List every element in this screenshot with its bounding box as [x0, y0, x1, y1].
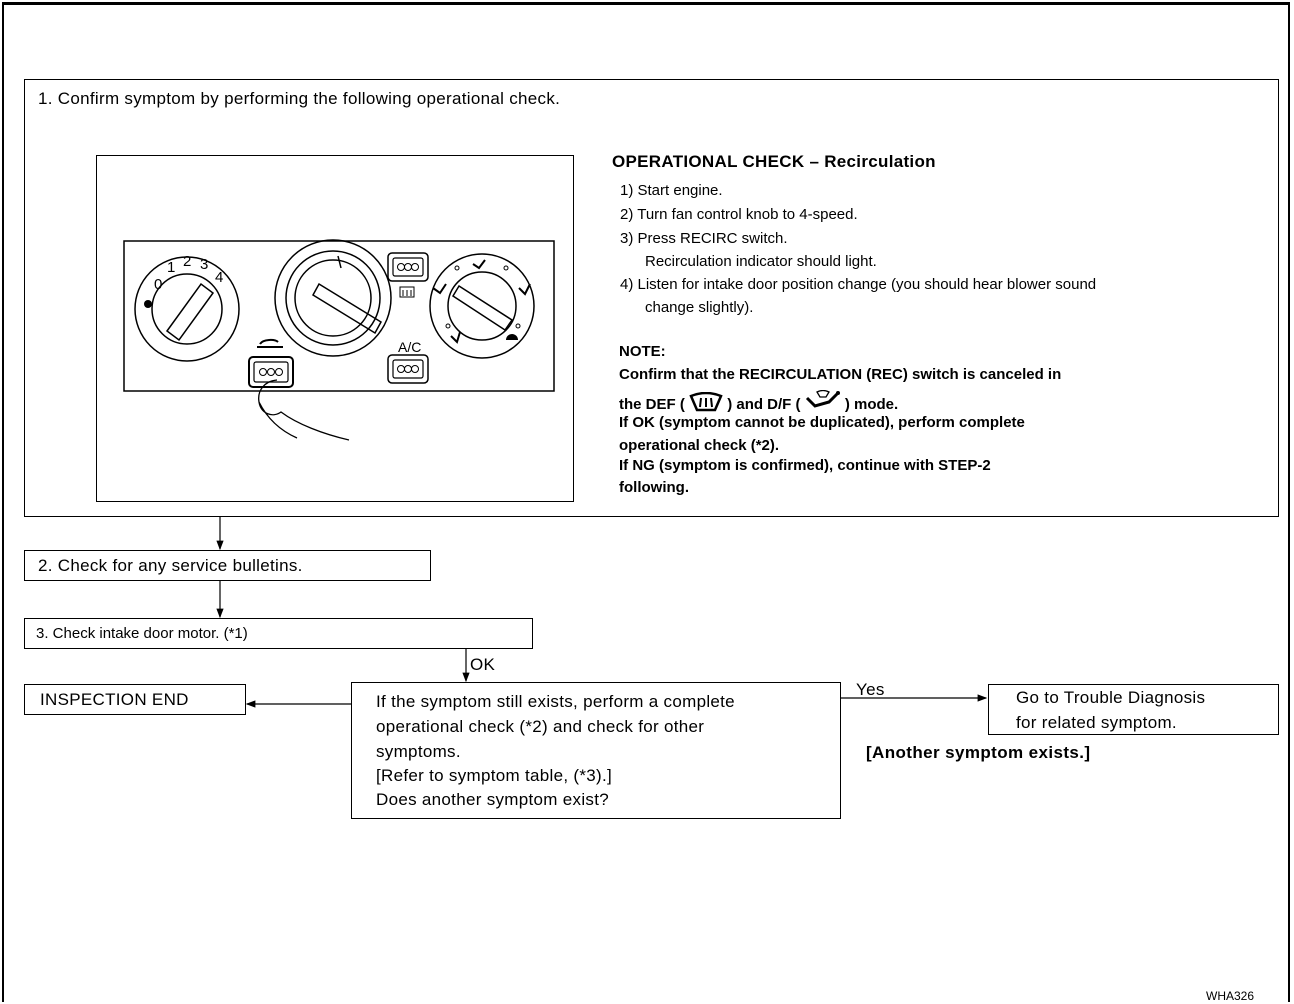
operational-check-title: OPERATIONAL CHECK – Recirculation [612, 152, 936, 171]
bi-level-icon [432, 283, 447, 295]
operational-step-3-detail: Recirculation indicator should light. [645, 253, 877, 270]
note-line-2-part-c: ) mode. [844, 396, 899, 413]
step2-box [24, 550, 431, 581]
operational-step-3: 3) Press RECIRC switch. [620, 230, 788, 247]
decision-line-2: operational check (*2) and check for oth… [376, 717, 705, 736]
inspection-end-box [24, 684, 246, 715]
operational-step-2: 2) Turn fan control knob to 4-speed. [620, 206, 858, 223]
mode-control-knob [429, 253, 535, 359]
yes-label: Yes [856, 680, 885, 699]
fan-speed-label-4: 4 [215, 269, 223, 286]
fan-control-knob [134, 256, 240, 362]
vent-icon [472, 259, 486, 270]
note-line-4: operational check (*2). [619, 437, 780, 454]
step1-text: 1. Confirm symptom by performing the fol… [38, 89, 561, 108]
ac-label: A/C [398, 339, 421, 355]
note-line-2-part-b: ) and D/F ( [727, 396, 801, 413]
foot-defrost-icon [450, 331, 461, 344]
foot-icon [518, 283, 531, 296]
note-line-2-part-a: the DEF ( [619, 396, 685, 413]
note-line-1: Confirm that the RECIRCULATION (REC) swi… [619, 366, 1062, 383]
operational-step-1: 1) Start engine. [620, 182, 723, 199]
inspection-end-text: INSPECTION END [40, 690, 189, 709]
fan-speed-label-3: 3 [200, 256, 208, 273]
note-heading: NOTE: [619, 343, 666, 360]
decision-line-5: Does another symptom exist? [376, 790, 609, 809]
note-line-6: following. [619, 479, 689, 496]
fan-speed-label-2: 2 [183, 253, 191, 270]
step3-box [24, 618, 533, 649]
operational-step-4-detail: change slightly). [645, 299, 754, 316]
fan-speed-label-0: 0 [154, 276, 162, 293]
go-to-box [988, 684, 1279, 735]
fan-icon [144, 300, 152, 308]
note-line-3: If OK (symptom cannot be duplicated), pe… [619, 414, 1025, 431]
rear-defrost-button[interactable] [387, 252, 429, 282]
recirc-button[interactable] [248, 356, 294, 388]
decision-box [351, 682, 841, 819]
defrost-icon [689, 392, 723, 412]
decision-line-1: If the symptom still exists, perform a c… [376, 692, 735, 711]
go-to-line-1: Go to Trouble Diagnosis [1016, 688, 1206, 707]
recirc-icon [257, 338, 283, 348]
temperature-control-knob [274, 239, 392, 357]
ok-label: OK [470, 655, 496, 674]
control-panel-figure: 0 1 2 3 4 A/C [96, 155, 574, 502]
finger-press-icon [258, 379, 350, 441]
step2-text: 2. Check for any service bulletins. [38, 556, 303, 575]
rear-defrost-icon [399, 286, 415, 298]
another-symptom-label: [Another symptom exists.] [866, 743, 1091, 762]
note-line-5: If NG (symptom is confirmed), continue w… [619, 457, 991, 474]
note-line-2: the DEF ( ) and D/F ( ) mode. [619, 390, 898, 413]
decision-line-3: symptoms. [376, 742, 461, 761]
control-panel-drawing: 0 1 2 3 4 A/C [123, 239, 555, 441]
step3-text: 3. Check intake door motor. (*1) [36, 625, 248, 642]
decision-line-4: [Refer to symptom table, (*3).] [376, 766, 613, 785]
ac-button[interactable] [387, 354, 429, 384]
fan-speed-label-1: 1 [167, 259, 175, 276]
figure-code: WHA326 [1206, 989, 1255, 1003]
go-to-line-2: for related symptom. [1016, 713, 1177, 732]
defrost-icon [506, 334, 518, 340]
operational-step-4: 4) Listen for intake door position chang… [620, 276, 1097, 293]
foot-defrost-icon [805, 390, 840, 408]
